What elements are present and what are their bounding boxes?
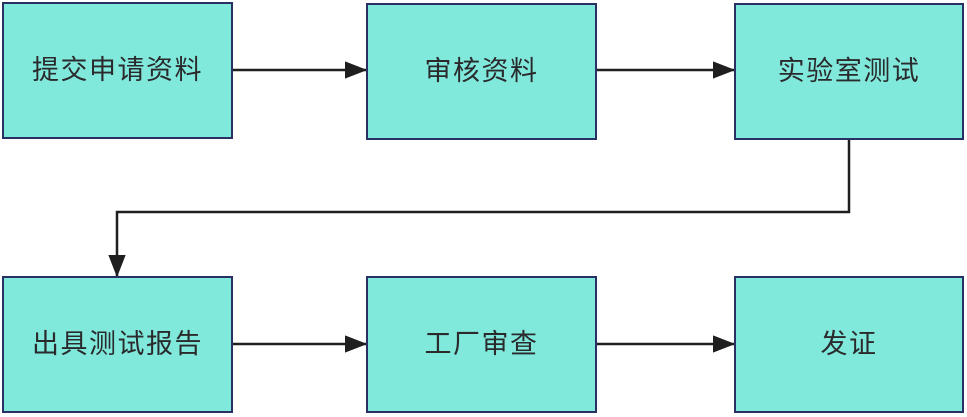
flow-node-factory-audit: 工厂审查: [366, 276, 597, 413]
flow-node-label: 实验室测试: [777, 56, 921, 86]
flow-node-label: 提交申请资料: [32, 55, 203, 85]
flow-node-label: 工厂审查: [424, 329, 539, 359]
flow-node-issue-test-report: 出具测试报告: [2, 276, 233, 413]
flow-node-issue-certificate: 发证: [734, 276, 964, 413]
flow-node-lab-test: 实验室测试: [734, 3, 964, 140]
flow-node-label: 发证: [820, 329, 878, 359]
flow-arrow-lab-test-to-issue-test-report: [108, 140, 851, 278]
flow-node-submit-application: 提交申请资料: [2, 2, 233, 139]
flow-node-label: 审核资料: [424, 56, 539, 86]
flow-node-label: 出具测试报告: [32, 329, 203, 359]
flow-node-review-materials: 审核资料: [366, 3, 597, 140]
